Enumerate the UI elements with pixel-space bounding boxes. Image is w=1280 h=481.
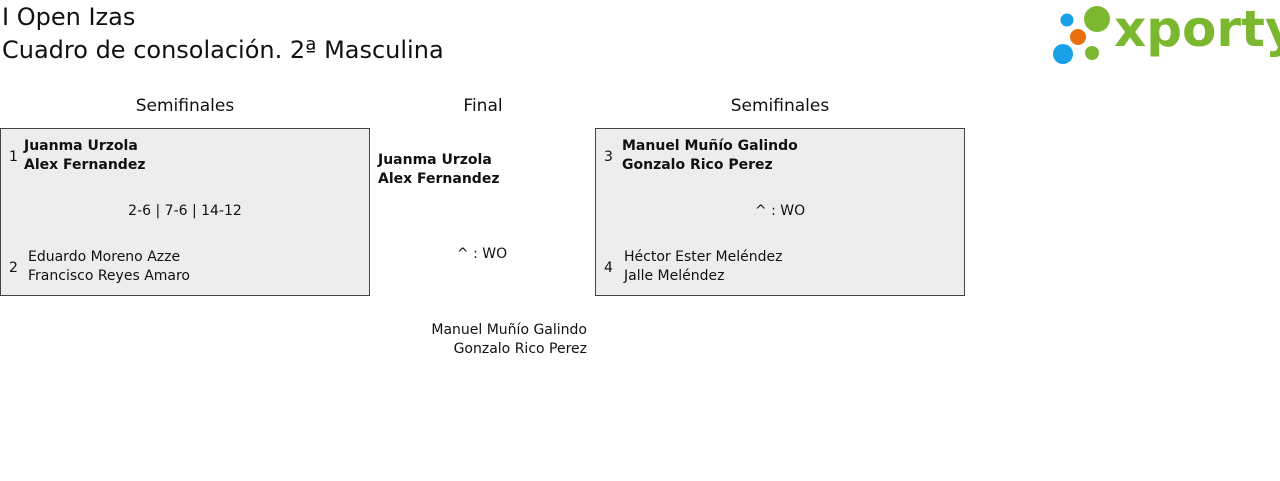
match-card[interactable]: 3 Manuel Muñío Galindo Gonzalo Rico Pere… bbox=[595, 128, 965, 296]
match-card[interactable]: 1 Juanma Urzola Alex Fernandez 2-6 | 7-6… bbox=[0, 128, 370, 296]
player-name: Gonzalo Rico Perez bbox=[453, 341, 587, 357]
logo-text: xporty bbox=[1114, 0, 1280, 58]
logo-dots-icon bbox=[1053, 6, 1110, 64]
team-loser: Eduardo Moreno Azze Francisco Reyes Amar… bbox=[28, 248, 190, 286]
final-team-bottom: Manuel Muñío Galindo Gonzalo Rico Perez bbox=[387, 321, 587, 359]
player-name: Jalle Meléndez bbox=[624, 268, 725, 284]
seed: 2 bbox=[9, 260, 18, 276]
match-score: 2-6 | 7-6 | 14-12 bbox=[128, 203, 242, 219]
round-label-final: Final bbox=[463, 96, 503, 116]
seed: 4 bbox=[604, 260, 613, 276]
match-score: ^ : WO bbox=[754, 203, 806, 219]
player-name: Manuel Muñío Galindo bbox=[622, 138, 798, 154]
seed: 1 bbox=[9, 149, 18, 165]
player-name: Héctor Ester Meléndez bbox=[624, 249, 783, 265]
player-name: Manuel Muñío Galindo bbox=[431, 322, 587, 338]
player-name: Alex Fernandez bbox=[378, 171, 500, 187]
round-label-right: Semifinales bbox=[730, 96, 830, 116]
round-label-left: Semifinales bbox=[135, 96, 235, 116]
player-name: Juanma Urzola bbox=[378, 152, 492, 168]
seed: 3 bbox=[604, 149, 613, 165]
player-name: Francisco Reyes Amaro bbox=[28, 268, 190, 284]
team-loser: Héctor Ester Meléndez Jalle Meléndez bbox=[624, 248, 782, 286]
tournament-title: I Open Izas bbox=[2, 3, 136, 31]
player-name: Gonzalo Rico Perez bbox=[622, 157, 773, 173]
player-name: Alex Fernandez bbox=[24, 157, 146, 173]
draw-title: Cuadro de consolación. 2ª Masculina bbox=[2, 36, 444, 64]
final-score: ^ : WO bbox=[456, 246, 508, 262]
player-name: Juanma Urzola bbox=[24, 138, 138, 154]
player-name: Eduardo Moreno Azze bbox=[28, 249, 181, 265]
xporty-logo[interactable]: xporty bbox=[1050, 0, 1280, 70]
team-winner: Juanma Urzola Alex Fernandez bbox=[24, 137, 145, 175]
team-winner: Manuel Muñío Galindo Gonzalo Rico Perez bbox=[622, 137, 798, 175]
final-team-top: Juanma Urzola Alex Fernandez bbox=[378, 151, 499, 189]
